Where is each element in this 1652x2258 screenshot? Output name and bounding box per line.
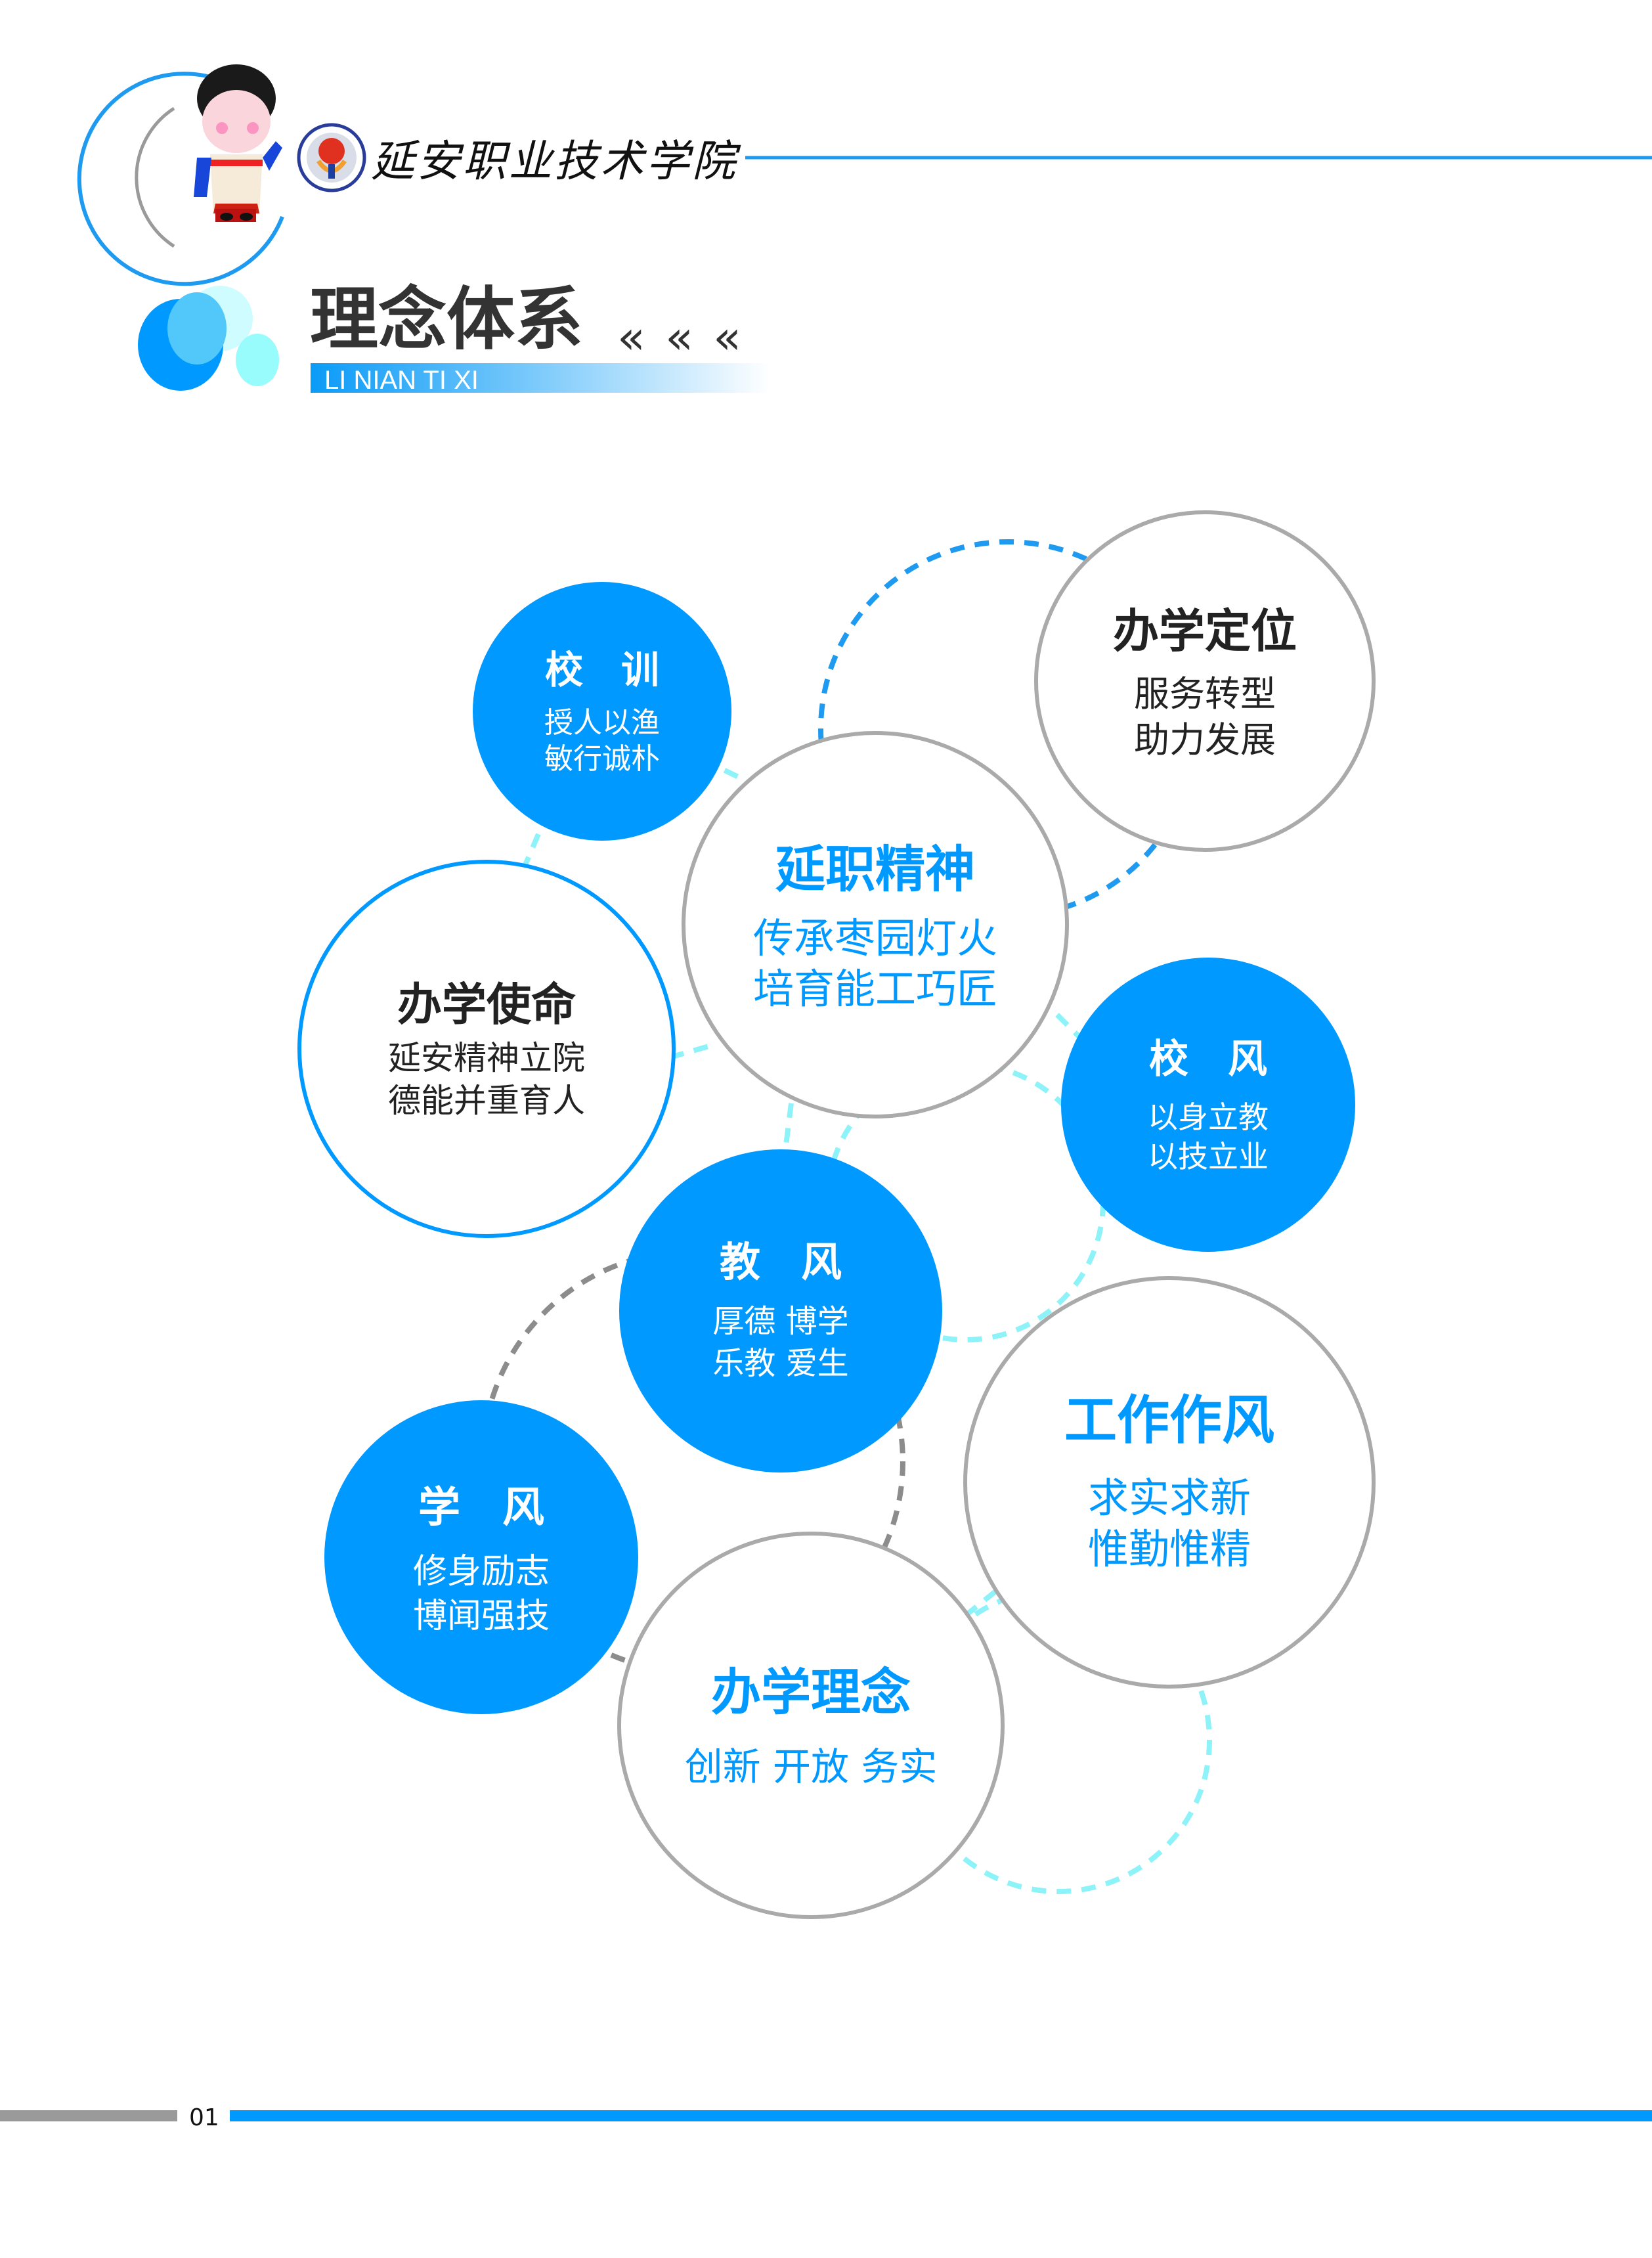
header-arc-blue [77,72,284,286]
school-seal-logo [297,123,366,192]
pinyin-bar [311,363,770,393]
circle-line: 修身励志 [413,1552,550,1591]
circle-jiaofeng: 教 风 厚德 博学 乐教 爱生 [619,1149,942,1472]
circle-title: 教 风 [720,1238,842,1286]
circle-title: 学 风 [418,1484,544,1532]
header-arc-gray [135,106,175,248]
circle-xiaoxun: 校 训 授人以渔 敏行诚朴 [473,582,731,841]
chevrons-icon: « « « [617,311,744,365]
mascot-illustration [194,64,282,222]
circle-shiming: 办学使命 延安精神立院 德能并重育人 [297,860,676,1238]
circle-title: 校 训 [545,648,659,692]
circle-line: 创新 开放 务实 [685,1744,938,1789]
circle-line: 助力发展 [1134,719,1276,761]
circle-line: 厚德 博学 [712,1303,848,1340]
circle-title: 办学理念 [711,1663,911,1721]
circle-line: 博闻强技 [413,1597,550,1636]
footer-bar-blue [230,2110,1652,2121]
circle-dingwei: 办学定位 服务转型 助力发展 [1034,510,1376,852]
circle-title: 办学定位 [1113,604,1297,658]
circle-line: 以技立业 [1148,1139,1269,1174]
circle-jingshen: 延职精神 传承枣园灯火 培育能工巧匠 [682,731,1069,1118]
circle-line: 乐教 爱生 [712,1345,848,1382]
circle-line: 服务转型 [1134,673,1276,715]
circle-line: 延安精神立院 [388,1039,585,1077]
circle-line: 授人以渔 [544,706,660,740]
page-number: 01 [189,2104,219,2131]
circle-xiaofeng: 校 风 以身立教 以技立业 [1061,958,1355,1252]
circle-title: 延职精神 [775,840,975,898]
circle-title: 办学使命 [397,979,576,1031]
bubble-icon [167,292,227,365]
circle-line: 培育能工巧匠 [753,965,997,1013]
section-heading: 理念体系 « « « LI NIAN TI XI [138,279,770,395]
footer: 01 [0,2104,1652,2131]
circle-line: 惟勤惟精 [1088,1525,1251,1573]
pinyin-subtitle: LI NIAN TI XI [324,366,479,395]
circle-title: 校 风 [1149,1036,1267,1082]
circle-linian: 办学理念 创新 开放 务实 [617,1532,1005,1919]
circle-line: 传承枣园灯火 [753,914,997,962]
footer-bar-gray [0,2110,177,2121]
circle-xuefeng: 学 风 修身励志 博闻强技 [324,1400,638,1714]
circle-line: 德能并重育人 [388,1082,585,1120]
circle-title: 工作作风 [1064,1390,1274,1451]
circle-line: 求实求新 [1088,1474,1251,1522]
school-name-calligraphy: 延安职业技术学院 [371,136,741,187]
header: 延安职业技术学院 [77,64,1652,286]
circle-gongzuo: 工作作风 求实求新 惟勤惟精 [963,1276,1376,1689]
page-title: 理念体系 [310,279,583,359]
bubble-icon [236,334,279,386]
circle-line: 敏行诚朴 [544,742,660,776]
circle-line: 以身立教 [1148,1099,1269,1135]
